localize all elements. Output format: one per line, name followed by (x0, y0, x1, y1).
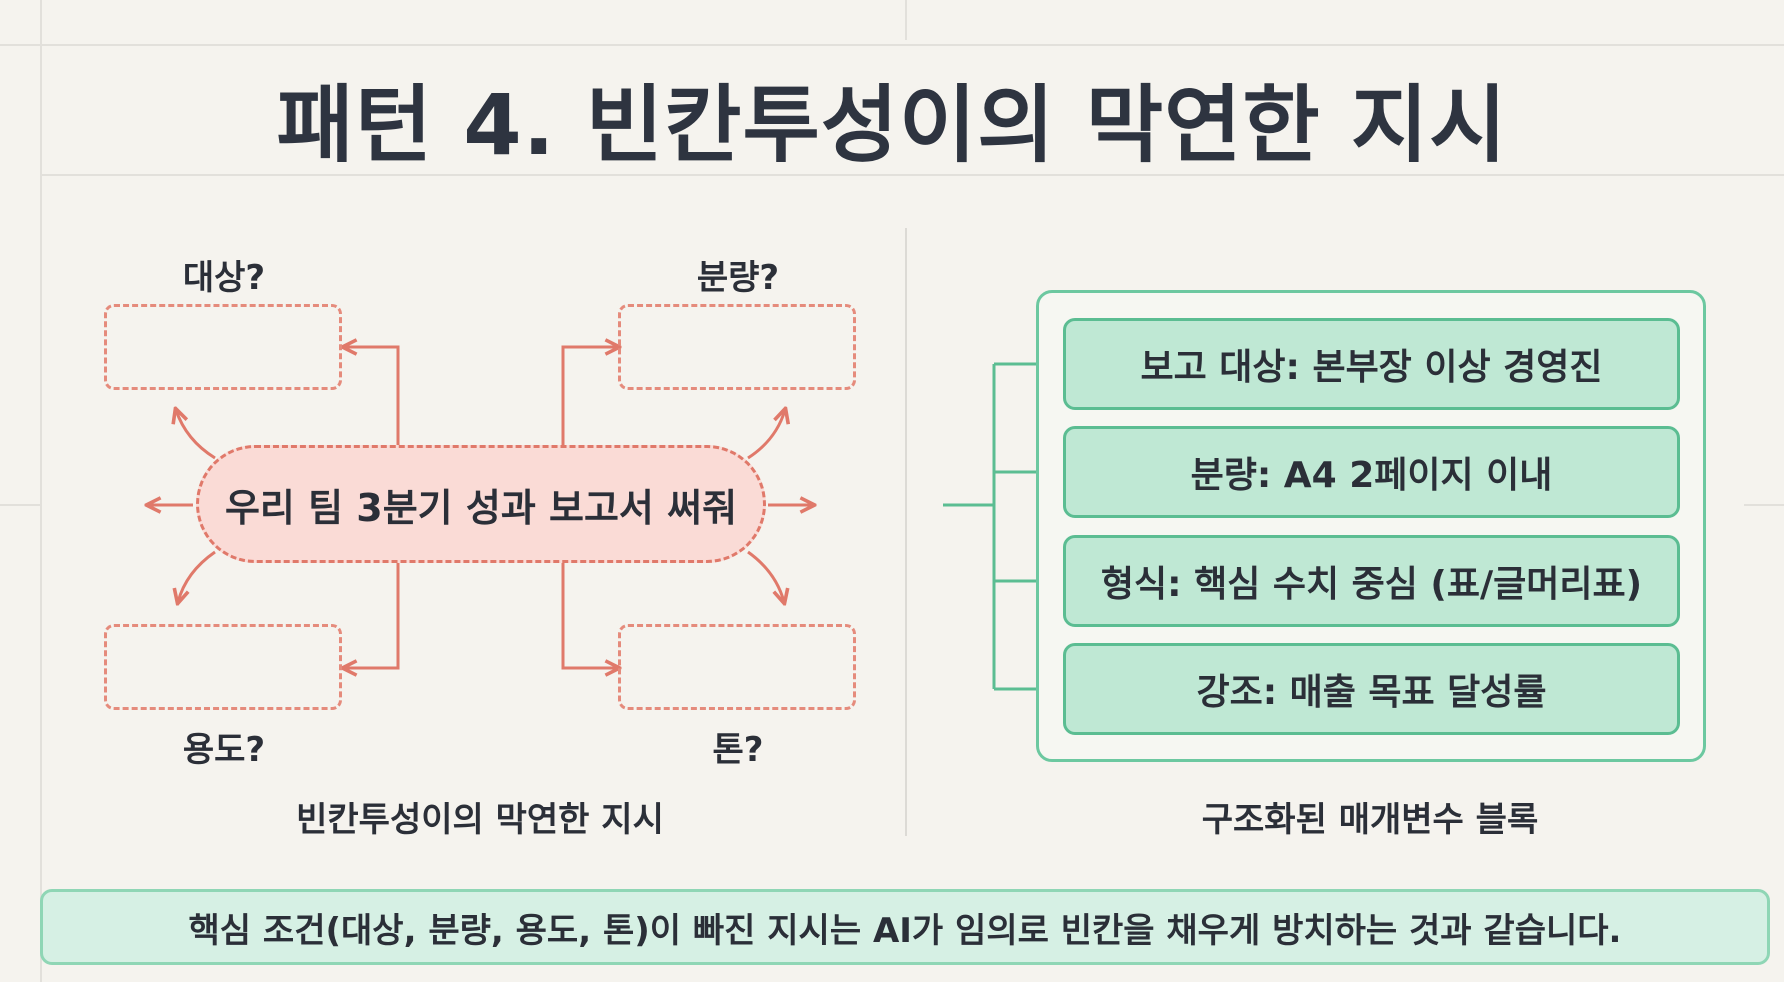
grid-line (40, 174, 1784, 176)
panel-divider (905, 228, 907, 836)
grid-line (0, 504, 40, 506)
label-tone: 톤? (712, 730, 764, 770)
grid-line (0, 44, 1784, 46)
arrow-curve-top-left (176, 410, 216, 460)
footer-note: 핵심 조건(대상, 분량, 용도, 톤)이 빠진 지시는 AI가 임의로 빈칸을… (40, 889, 1770, 965)
arrow-curve-top-right (747, 410, 785, 460)
label-length: 분량? (696, 258, 780, 298)
parameter-item-length: 분량: A4 2페이지 이내 (1063, 426, 1680, 518)
page-title: 패턴 4. 빈칸투성이의 막연한 지시 (276, 76, 1508, 174)
label-purpose: 용도? (182, 730, 266, 770)
right-caption: 구조화된 매개변수 블록 (1201, 800, 1539, 840)
connector-bottom-left (344, 563, 400, 668)
grid-line (1744, 504, 1784, 506)
grid-line (905, 0, 907, 40)
parameter-item-format: 형식: 핵심 수치 중심 (표/글머리표) (1063, 535, 1680, 627)
grid-line (40, 0, 42, 982)
connector-top-left (344, 347, 400, 446)
empty-box-target (104, 304, 342, 390)
parameter-item-target: 보고 대상: 본부장 이상 경영진 (1063, 318, 1680, 410)
empty-box-purpose (104, 624, 342, 710)
connector-bottom-right (561, 563, 618, 668)
label-target: 대상? (182, 258, 266, 298)
arrow-curve-bottom-left (178, 550, 216, 602)
connector-top-right (561, 347, 618, 446)
empty-box-length (618, 304, 856, 390)
left-caption: 빈칸투성이의 막연한 지시 (296, 800, 664, 840)
arrow-curve-bottom-right (747, 550, 784, 602)
vague-instruction-pill: 우리 팀 3분기 성과 보고서 써줘 (196, 445, 766, 563)
parameter-item-emphasis: 강조: 매출 목표 달성률 (1063, 643, 1680, 735)
empty-box-tone (618, 624, 856, 710)
